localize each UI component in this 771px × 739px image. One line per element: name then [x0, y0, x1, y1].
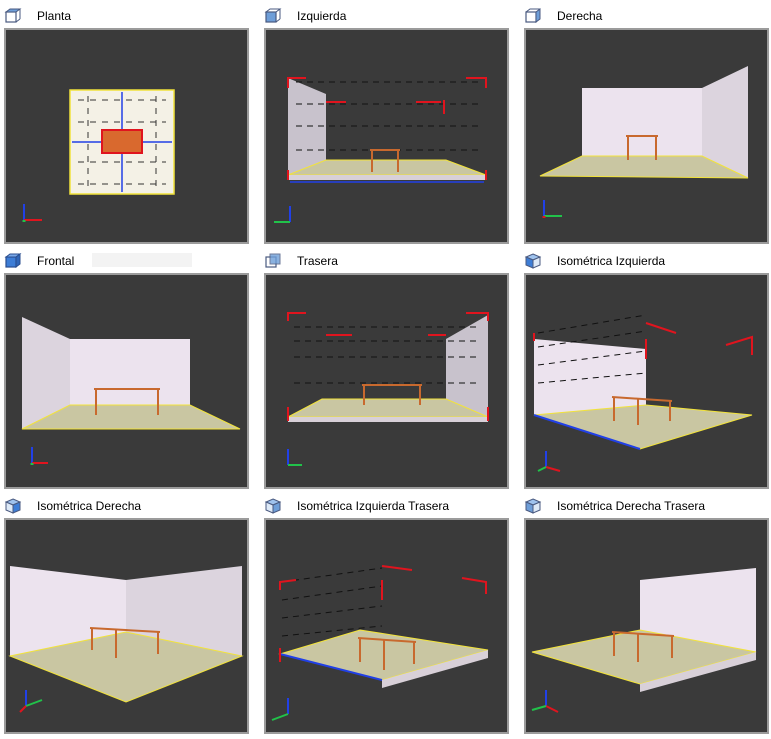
view-header-iso-izq-trasera[interactable]: Isométrica Izquierda Trasera — [264, 496, 509, 516]
wireframe-cube-left-icon — [264, 8, 282, 23]
viewport-iso-der-trasera[interactable] — [524, 518, 769, 734]
wireframe-cube-back-icon — [265, 253, 281, 268]
view-title-planta: Planta — [37, 9, 72, 23]
viewport-iso-izquierda[interactable] — [524, 273, 769, 489]
viewport-iso-derecha[interactable] — [4, 518, 249, 734]
wireframe-cube-top-icon — [4, 8, 22, 23]
view-header-iso-izquierda[interactable]: Isométrica Izquierda — [524, 251, 769, 271]
view-header-iso-derecha[interactable]: Isométrica Derecha — [4, 496, 249, 516]
view-title-frontal: Frontal — [37, 254, 75, 268]
view-title-iso-derecha: Isométrica Derecha — [37, 499, 142, 513]
view-title-izquierda: Izquierda — [297, 9, 347, 23]
viewport-derecha[interactable] — [524, 28, 769, 244]
viewport-frontal[interactable] — [4, 273, 249, 489]
view-title-trasera: Trasera — [297, 254, 338, 268]
viewport-iso-izq-trasera[interactable] — [264, 518, 509, 734]
title-highlight — [92, 253, 192, 267]
view-title-iso-izq-trasera: Isométrica Izquierda Trasera — [297, 499, 450, 513]
view-title-iso-izquierda: Isométrica Izquierda — [557, 254, 666, 268]
iso-cube-right-icon — [4, 498, 22, 514]
viewport-izquierda[interactable] — [264, 28, 509, 244]
wireframe-cube-right-icon — [525, 8, 541, 23]
view-header-izquierda[interactable]: Izquierda — [264, 6, 509, 26]
view-title-iso-der-trasera: Isométrica Derecha Trasera — [557, 499, 706, 513]
view-header-derecha[interactable]: Derecha — [524, 6, 769, 26]
view-header-iso-der-trasera[interactable]: Isométrica Derecha Trasera — [524, 496, 769, 516]
viewport-trasera[interactable] — [264, 273, 509, 489]
solid-cube-front-icon — [4, 253, 22, 268]
iso-cube-left-icon — [524, 253, 542, 269]
iso-cube-left-back-icon — [264, 498, 282, 514]
view-header-planta[interactable]: Planta — [4, 6, 249, 26]
view-header-frontal[interactable]: Frontal — [4, 251, 249, 271]
view-title-derecha: Derecha — [557, 9, 603, 23]
view-header-trasera[interactable]: Trasera — [264, 251, 509, 271]
iso-cube-right-back-icon — [524, 498, 542, 514]
viewport-planta[interactable] — [4, 28, 249, 244]
